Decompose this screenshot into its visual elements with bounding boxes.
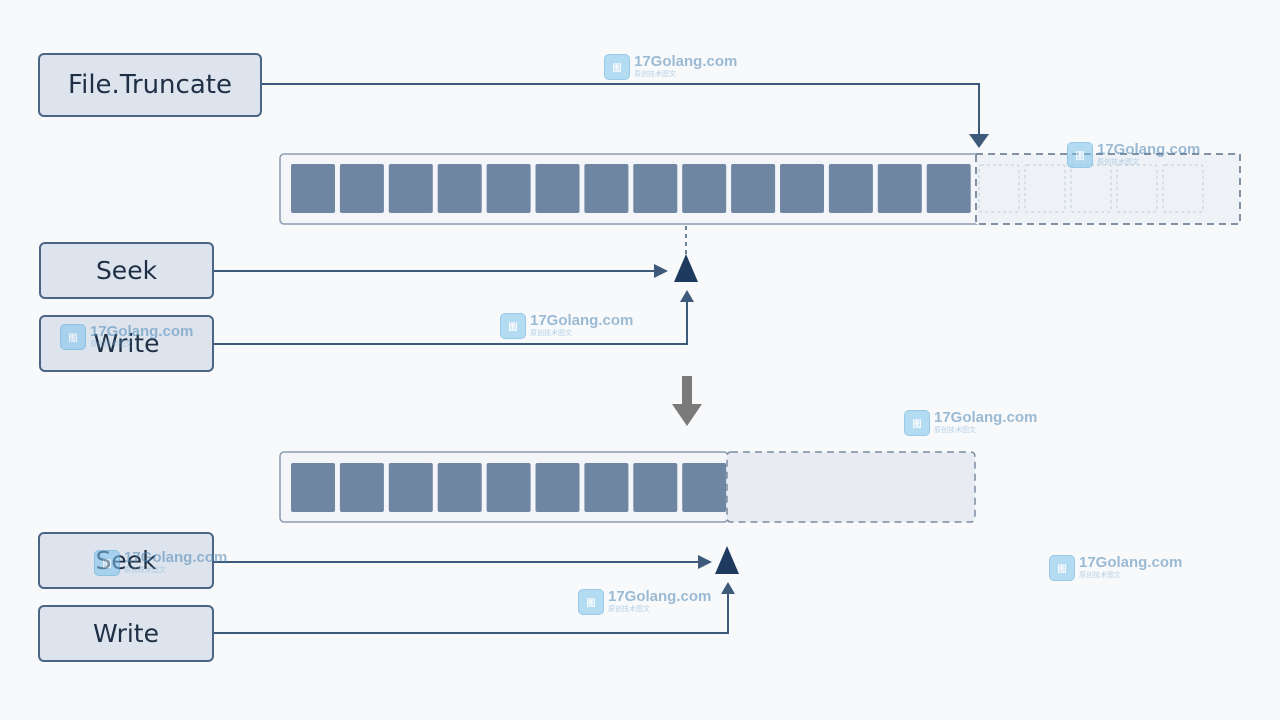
- truncated-block: [1024, 164, 1066, 213]
- truncated-block: [978, 164, 1020, 213]
- buffer-block: [388, 463, 433, 512]
- buffer-block: [926, 164, 971, 213]
- top-buffer-truncated-region: [975, 153, 1241, 225]
- bottom-write-arrow-line: [214, 594, 729, 634]
- buffer-block: [584, 164, 629, 213]
- buffer-block: [828, 164, 873, 213]
- truncate-arrow-line: [262, 83, 980, 136]
- top-buffer-blocks: [291, 164, 971, 213]
- buffer-block: [535, 463, 580, 512]
- top-seek-label: Seek: [95, 256, 158, 285]
- top-seek-box: Seek: [39, 242, 214, 299]
- buffer-block: [486, 164, 531, 213]
- buffer-block: [437, 164, 482, 213]
- file-truncate-box: File.Truncate: [38, 53, 262, 117]
- top-write-arrow-head: [680, 290, 694, 302]
- transition-arrow-shaft: [682, 376, 692, 406]
- buffer-block: [682, 463, 727, 512]
- buffer-block: [633, 463, 678, 512]
- bottom-write-arrow-head: [721, 582, 735, 594]
- truncated-block: [1162, 164, 1204, 213]
- bottom-write-label: Write: [92, 619, 159, 648]
- truncated-block: [1116, 164, 1158, 213]
- bottom-seek-box: Seek: [38, 532, 214, 589]
- buffer-block: [633, 164, 678, 213]
- top-seek-arrow-head: [654, 264, 668, 278]
- buffer-block: [486, 463, 531, 512]
- buffer-block: [584, 463, 629, 512]
- transition-arrow-head: [672, 404, 702, 426]
- buffer-block: [731, 164, 776, 213]
- buffer-block: [339, 463, 384, 512]
- truncate-arrow-head: [969, 134, 989, 148]
- bottom-buffer-empty-region: [726, 451, 976, 523]
- top-write-arrow-line: [214, 302, 688, 345]
- buffer-block: [877, 164, 922, 213]
- bottom-seek-arrow-head: [698, 555, 712, 569]
- buffer-block: [780, 164, 824, 213]
- bottom-offset-marker: [715, 546, 739, 574]
- top-write-box: Write: [39, 315, 214, 372]
- bottom-buffer-blocks: [291, 463, 727, 512]
- buffer-block: [388, 164, 433, 213]
- buffer-block: [339, 164, 384, 213]
- bottom-write-box: Write: [38, 605, 214, 662]
- buffer-block: [291, 463, 335, 512]
- buffer-block: [437, 463, 482, 512]
- buffer-block: [291, 164, 335, 213]
- buffer-block: [535, 164, 580, 213]
- buffer-block: [682, 164, 727, 213]
- top-write-label: Write: [93, 329, 160, 358]
- top-offset-marker: [674, 254, 698, 282]
- file-truncate-label: File.Truncate: [68, 70, 232, 100]
- top-buffer-container: [279, 153, 981, 225]
- bottom-seek-label: Seek: [95, 546, 157, 575]
